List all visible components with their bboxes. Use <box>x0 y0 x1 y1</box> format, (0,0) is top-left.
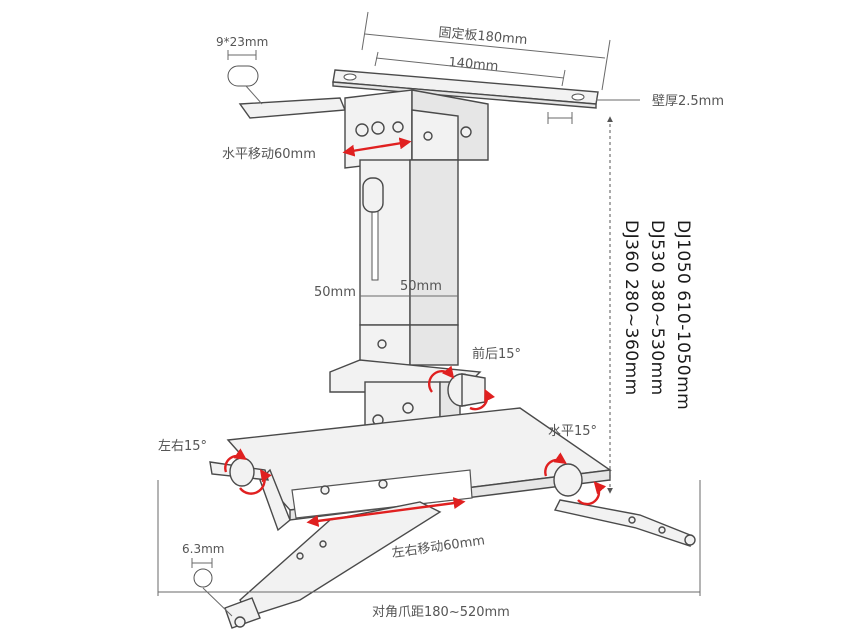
tilt-front-back-label: 前后15° <box>472 346 521 362</box>
extension-tube <box>359 159 459 366</box>
tilt-left-right-label: 左右15° <box>158 439 207 454</box>
offset-right-label: 50mm <box>400 279 442 294</box>
hole-spacing-label: 140mm <box>448 55 499 74</box>
dimension-lines <box>157 11 701 617</box>
horizontal-move-label: 水平移动60mm <box>222 147 316 162</box>
slot-size-label: 9*23mm <box>216 35 268 49</box>
model-spec-dj530: DJ530 380~530mm <box>647 220 667 396</box>
tilt-horizontal-label: 水平15° <box>548 424 597 439</box>
plate-width-label: 固定板180mm <box>438 25 528 48</box>
model-spec-dj360: DJ360 280~360mm <box>621 220 641 396</box>
model-spec-dj1050: DJ1050 610-1050mm <box>673 220 693 410</box>
mounting-arms <box>209 457 696 629</box>
offset-left-label: 50mm <box>314 285 356 300</box>
adjustment-arrows <box>224 137 607 527</box>
hole-diameter-label: 6.3mm <box>182 542 224 556</box>
lateral-move-label: 左右移动60mm <box>391 533 486 561</box>
upper-bracket <box>344 89 489 169</box>
wall-thickness-label: 壁厚2.5mm <box>652 94 724 109</box>
diagonal-span-label: 对角爪距180~520mm <box>372 605 510 620</box>
projector-plate <box>226 407 612 532</box>
ceiling-plate <box>238 69 599 119</box>
model-specs: DJ1050 610-1050mm DJ530 380~530mm DJ360 … <box>621 220 693 410</box>
